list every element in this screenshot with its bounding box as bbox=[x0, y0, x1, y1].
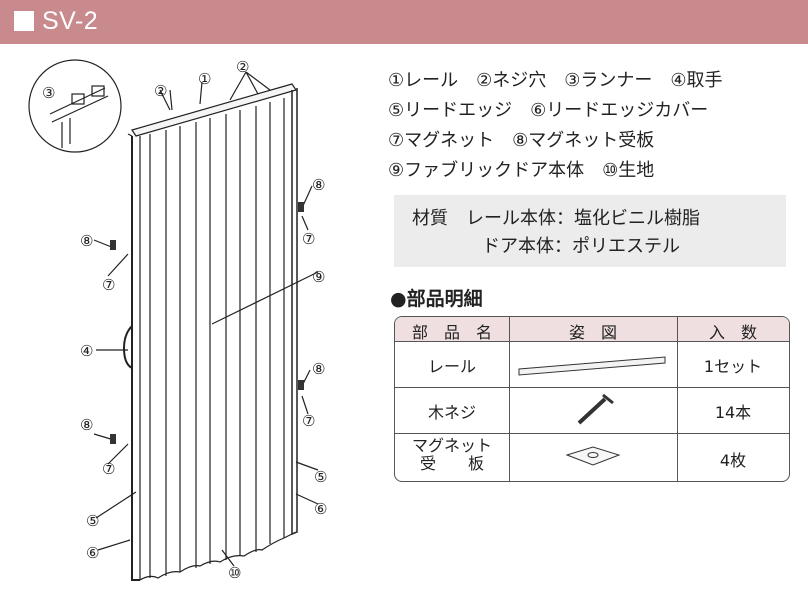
rail-icon bbox=[518, 356, 666, 376]
col-header-name: 部 品 名 bbox=[411, 323, 492, 342]
callout-8-lower-right: ⑧ bbox=[312, 360, 325, 378]
row-rail-name: レール bbox=[427, 357, 476, 376]
row-rail-qty: 1セット bbox=[703, 357, 763, 376]
parts-heading: ●部品明細 bbox=[390, 288, 483, 310]
callout-8-lower-left: ⑧ bbox=[80, 416, 93, 434]
table-divider bbox=[509, 317, 510, 481]
magnet-plate-icon bbox=[565, 446, 621, 466]
title-square-icon bbox=[14, 11, 34, 31]
callout-7-upper-left: ⑦ bbox=[102, 276, 115, 294]
callout-2-left: ② bbox=[154, 82, 167, 100]
table-divider bbox=[677, 317, 678, 481]
callout-7-upper-right: ⑦ bbox=[302, 230, 315, 248]
callout-5-right: ⑤ bbox=[314, 468, 327, 486]
material-rail: 材質 レール本体：塩化ビニル樹脂 bbox=[412, 208, 700, 229]
table-divider bbox=[395, 433, 789, 434]
row-magnet-name: マグネット 受 板 bbox=[395, 437, 509, 473]
title-bar: SV-2 bbox=[0, 0, 808, 44]
legend-line: ⑦マグネット ⑧マグネット受板 bbox=[388, 130, 655, 151]
row-magnet-name-line1: マグネット bbox=[411, 436, 492, 455]
callout-3: ③ bbox=[42, 84, 55, 102]
material-door: ドア本体：ポリエステル bbox=[482, 236, 680, 257]
callout-2-right: ② bbox=[236, 58, 249, 76]
callout-4: ④ bbox=[80, 342, 93, 360]
parts-table: 部 品 名 姿 図 入 数 レール 1セット 木ネジ 14本 マグネット 受 板… bbox=[394, 316, 790, 482]
callout-8-upper-right: ⑧ bbox=[312, 176, 325, 194]
legend-line: ⑨ファブリックドア本体 ⑩生地 bbox=[388, 160, 655, 181]
legend-line: ⑤リードエッジ ⑥リードエッジカバー bbox=[388, 100, 709, 121]
legend-line: ①レール ②ネジ穴 ③ランナー ④取手 bbox=[388, 70, 723, 91]
row-magnet-qty: 4枚 bbox=[719, 451, 747, 470]
table-divider bbox=[395, 387, 789, 388]
callout-7-lower-right: ⑦ bbox=[302, 412, 315, 430]
callout-1: ① bbox=[198, 70, 211, 88]
door-diagram: ③ ② ① ② ⑧ ⑦ ⑧ ⑦ ⑨ ④ ⑧ ⑦ ⑧ ⑦ ⑤ ⑥ ⑤ ⑥ ⑩ bbox=[28, 58, 327, 582]
col-header-qty: 入 数 bbox=[708, 323, 757, 342]
callout-5-left: ⑤ bbox=[86, 512, 99, 530]
col-header-figure: 姿 図 bbox=[568, 323, 617, 342]
parts-legend: ①レール ②ネジ穴 ③ランナー ④取手 ⑤リードエッジ ⑥リードエッジカバー ⑦… bbox=[388, 66, 723, 186]
callout-6-left: ⑥ bbox=[86, 544, 99, 562]
table-header bbox=[395, 317, 789, 342]
wood-screw-icon bbox=[577, 393, 614, 425]
callout-9: ⑨ bbox=[312, 268, 325, 286]
callout-8-upper-left: ⑧ bbox=[80, 232, 93, 250]
material-box: 材質 レール本体：塩化ビニル樹脂 ドア本体：ポリエステル bbox=[394, 195, 786, 267]
callout-10: ⑩ bbox=[228, 564, 241, 582]
row-screw-qty: 14本 bbox=[714, 403, 752, 422]
row-magnet-name-line2: 受 板 bbox=[419, 454, 484, 473]
callout-6-right: ⑥ bbox=[314, 500, 327, 518]
page-title: SV-2 bbox=[42, 7, 99, 35]
row-screw-name: 木ネジ bbox=[427, 403, 476, 422]
callout-7-lower-left: ⑦ bbox=[102, 460, 115, 478]
